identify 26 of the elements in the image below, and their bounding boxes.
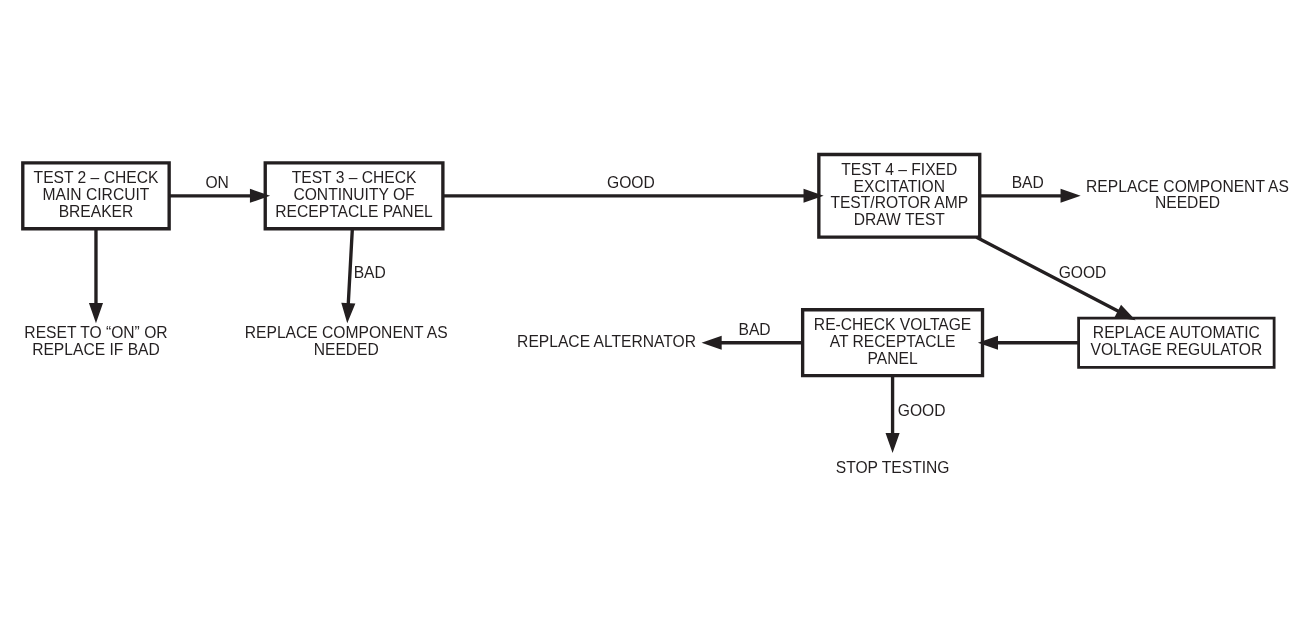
arrow bbox=[443, 188, 824, 203]
edge-label: GOOD bbox=[606, 174, 655, 192]
arrow bbox=[88, 229, 104, 324]
node-box: RE-CHECK VOLTAGE AT RECEPTACLE PANEL bbox=[800, 308, 985, 378]
arrow bbox=[979, 188, 1081, 203]
edge-label: GOOD bbox=[1058, 263, 1107, 281]
node-box: TEST 3 – CHECK CONTINUITY OF RECEPTACLE PANEL bbox=[263, 161, 445, 231]
node-text: STOP TESTING bbox=[835, 458, 950, 476]
edge-label: ON bbox=[205, 174, 229, 192]
arrow bbox=[977, 335, 1079, 350]
arrow bbox=[885, 375, 900, 454]
node-box: TEST 4 – FIXED EXCITATION TEST/ROTOR AMP DRAW TEST bbox=[817, 152, 982, 239]
node-box: TEST 2 – CHECK MAIN CIRCUIT BREAKER bbox=[21, 161, 171, 231]
node-box: REPLACE AUTOMATIC VOLTAGE REGULATOR bbox=[1077, 316, 1276, 369]
arrow bbox=[701, 335, 803, 350]
edge-label: BAD bbox=[738, 321, 771, 339]
arrow bbox=[341, 228, 356, 324]
arrow bbox=[975, 235, 1136, 321]
node-text: REPLACE COMPONENT AS NEEDED bbox=[244, 324, 448, 359]
node-text: REPLACE ALTERNATOR bbox=[517, 332, 696, 350]
edge-label: BAD bbox=[353, 263, 386, 281]
edge-label: BAD bbox=[1011, 174, 1044, 192]
arrow bbox=[169, 188, 271, 203]
node-text: RESET TO “ON” OR REPLACE IF BAD bbox=[24, 324, 168, 359]
edge-label: GOOD bbox=[897, 402, 946, 420]
node-text: REPLACE COMPONENT AS NEEDED bbox=[1086, 177, 1289, 212]
